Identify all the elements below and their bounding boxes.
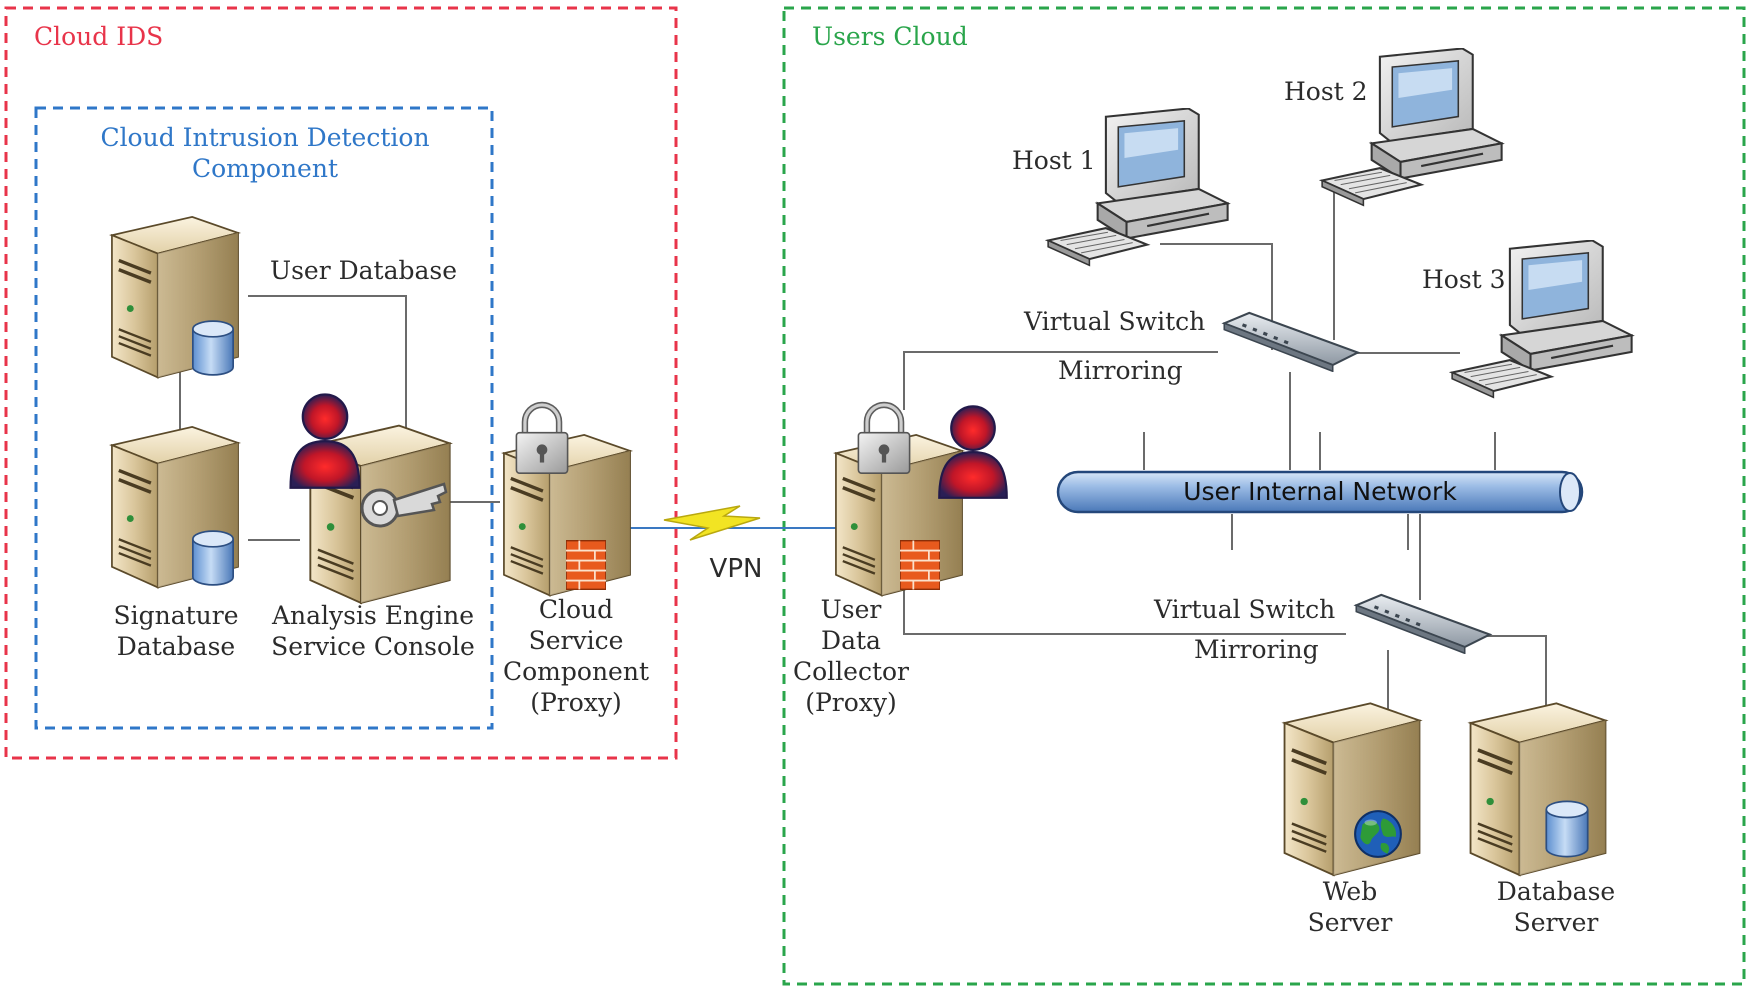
user-database-label: User Database [270, 256, 458, 285]
virtual-switch-top-label: Virtual Switch [1024, 307, 1206, 336]
web-server-label: Web Server [1290, 876, 1410, 938]
cloud-service-line4: (Proxy) [530, 688, 622, 717]
host2-label: Host 2 [1284, 77, 1368, 106]
virtual-switch-bottom-icon [1355, 593, 1491, 654]
detection-component-title-line1: Cloud Intrusion Detection [100, 123, 430, 152]
virtual-switch-top-mirroring: Mirroring [1058, 356, 1183, 385]
cloud-service-line1: Cloud [538, 595, 614, 624]
lightning-bolt-icon [663, 505, 761, 541]
database-server-line1: Database [1496, 877, 1616, 906]
cloud-ids-title: Cloud IDS [34, 22, 164, 51]
detection-component-title: Cloud Intrusion Detection Component [60, 122, 470, 184]
signature-database-line1: Signature [113, 601, 239, 630]
database-server-line2: Server [1513, 908, 1599, 937]
signature-database-cylinder-icon [191, 530, 235, 586]
collector-line2: Data [821, 626, 881, 655]
database-server-cylinder-icon [1545, 800, 1589, 858]
cloud-ids-zone [4, 6, 678, 760]
web-server-line1: Web [1322, 877, 1378, 906]
user-internal-network-label: User Internal Network [1183, 477, 1457, 506]
host3-label: Host 3 [1422, 265, 1506, 294]
detection-component-title-line2: Component [192, 154, 338, 183]
cloud-service-label: Cloud Service Component (Proxy) [496, 594, 656, 718]
cloud-service-line3: Component [503, 657, 649, 686]
collector-line4: (Proxy) [805, 688, 897, 717]
cloud-service-firewall-icon [566, 540, 606, 590]
connections [179, 178, 1547, 716]
analysis-engine-line1: Analysis Engine [271, 601, 475, 630]
host2-computer-icon [1321, 48, 1503, 207]
signature-database-label: Signature Database [96, 600, 256, 662]
database-server-label: Database Server [1486, 876, 1626, 938]
collector-firewall-icon [900, 540, 940, 590]
user-data-collector-label: User Data Collector (Proxy) [786, 594, 916, 718]
collector-lock-icon [858, 405, 909, 473]
collector-line1: User [820, 595, 882, 624]
virtual-switch-top-icon [1223, 311, 1359, 372]
vpn-link [626, 505, 840, 541]
globe-icon [1354, 810, 1402, 858]
users-cloud-title: Users Cloud [812, 22, 968, 51]
user-internal-network-pipe [1056, 470, 1584, 514]
users-cloud-zone [782, 6, 1746, 986]
collector-line3: Collector [792, 657, 909, 686]
signature-database-line2: Database [116, 632, 236, 661]
detection-component-zone [34, 106, 494, 730]
web-server-line2: Server [1307, 908, 1393, 937]
virtual-switch-bottom-label: Virtual Switch [1154, 595, 1336, 624]
cloud-service-line2: Service [528, 626, 624, 655]
virtual-switch-bottom-mirroring: Mirroring [1194, 635, 1319, 664]
vpn-label: VPN [709, 554, 763, 584]
host1-computer-icon [1047, 108, 1229, 267]
web-server-icon [1282, 701, 1422, 877]
cloud-service-lock-icon [516, 405, 567, 473]
host1-label: Host 1 [1012, 146, 1096, 175]
analysis-engine-label: Analysis Engine Service Console [266, 600, 480, 662]
analysis-engine-line2: Service Console [271, 632, 475, 661]
user-database-cylinder-icon [191, 320, 235, 376]
